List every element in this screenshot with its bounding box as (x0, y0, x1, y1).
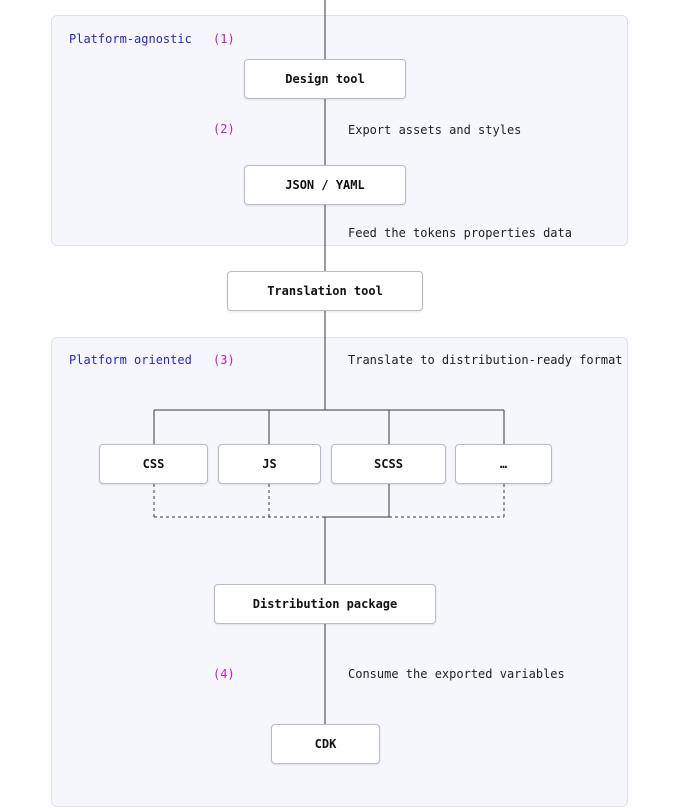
more-formats-node: … (455, 444, 552, 484)
design-tool-node: Design tool (244, 59, 406, 99)
platform-agnostic-title: Platform-agnostic (69, 32, 192, 46)
distribution-package-node: Distribution package (214, 584, 436, 624)
step-3-label: (3) (213, 353, 235, 367)
step-1-label: (1) (213, 32, 235, 46)
js-node: JS (218, 444, 321, 484)
json-yaml-node: JSON / YAML (244, 165, 406, 205)
consume-note: Consume the exported variables (348, 667, 565, 681)
feed-note: Feed the tokens properties data (348, 226, 572, 240)
scss-node: SCSS (331, 444, 446, 484)
translation-tool-node: Translation tool (227, 271, 423, 311)
platform-oriented-title: Platform oriented (69, 353, 192, 367)
export-note: Export assets and styles (348, 123, 522, 137)
translate-note: Translate to distribution-ready format (348, 353, 623, 367)
step-2-label: (2) (213, 122, 235, 136)
cdk-node: CDK (271, 724, 380, 764)
css-node: CSS (99, 444, 208, 484)
platform-agnostic-region (51, 15, 628, 246)
step-4-label: (4) (213, 667, 235, 681)
